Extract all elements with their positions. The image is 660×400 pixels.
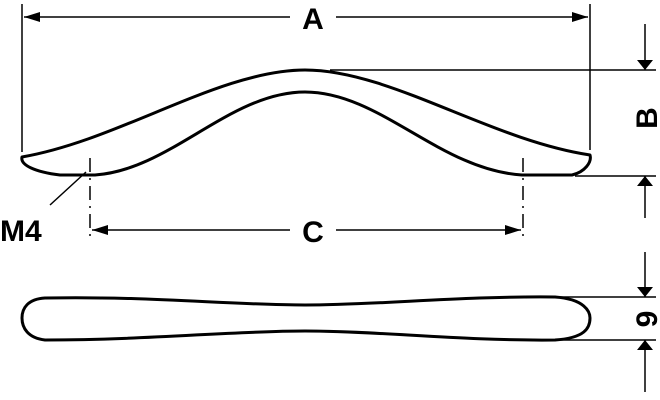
label-b: B [631, 107, 660, 129]
label-c: C [302, 216, 324, 249]
dimension-a: A [21, 3, 591, 152]
label-m4: M4 [0, 215, 42, 248]
handle-front-view [20, 68, 656, 177]
label-9: 9 [631, 311, 660, 328]
dimension-c: C [89, 158, 524, 249]
leader-line-m4 [49, 171, 87, 206]
handle-side-view [20, 295, 656, 342]
thread-callout: M4 [0, 171, 87, 248]
dimension-b: B [631, 24, 660, 218]
dimension-thickness: 9 [631, 252, 660, 392]
label-a: A [302, 3, 324, 36]
